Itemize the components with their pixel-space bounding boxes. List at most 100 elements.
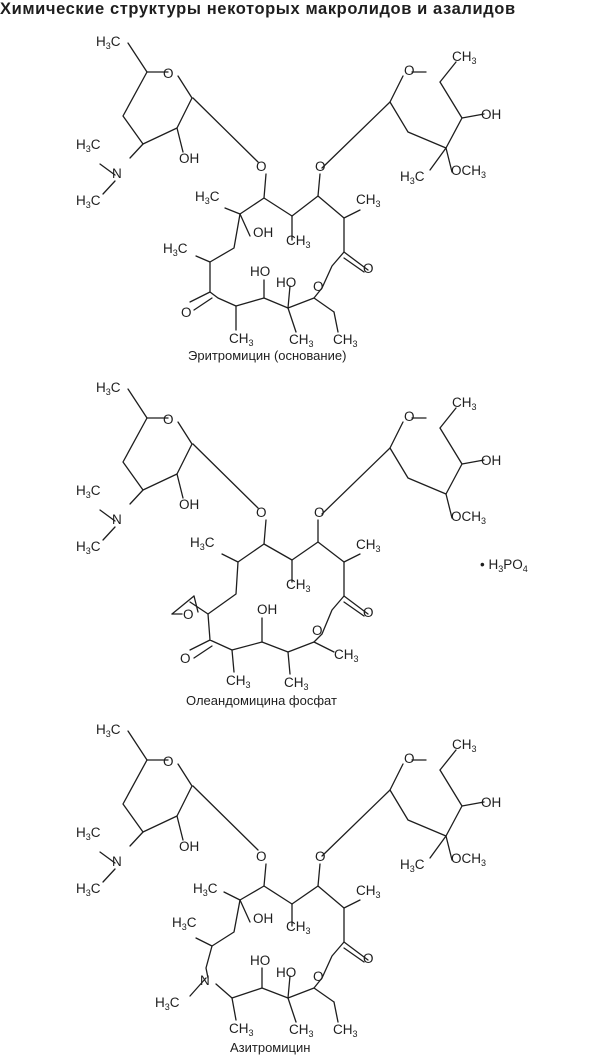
- cladinose-ring-oxygen: O: [404, 751, 415, 766]
- bond-line: [223, 891, 241, 901]
- bond-line: [176, 127, 184, 153]
- macrocycle-ch3-label-3: CH3: [356, 537, 381, 554]
- cladinose-methyl-label: H3C: [400, 857, 425, 874]
- desosamine-oh-label: OH: [179, 497, 200, 512]
- macrocycle-ch3-label-4: H3C: [172, 915, 197, 932]
- cladinose-ring: [389, 71, 463, 149]
- bond-line: [189, 291, 211, 303]
- desosamine-ch3-label: H3C: [96, 722, 121, 739]
- lactone-carbonyl-oxygen: O: [363, 605, 374, 620]
- bond-line: [313, 297, 335, 313]
- macrocycle-ch3-label-5: CH3: [229, 1021, 254, 1038]
- bond-line: [445, 493, 453, 519]
- phosphate-salt-label: • H3PO4: [480, 557, 528, 574]
- n-methyl-label-bottom: H3C: [76, 193, 101, 210]
- lactone-ring-oxygen: O: [313, 969, 324, 984]
- lactone-carbonyl-oxygen: O: [363, 261, 374, 276]
- bond-line: [291, 541, 319, 561]
- desosamine-oh-label: OH: [179, 839, 200, 854]
- bond-line: [287, 975, 291, 999]
- dimethylamino-n: N: [112, 166, 122, 181]
- bond-line: [193, 297, 213, 311]
- macrocycle-oh-label-1: OH: [253, 225, 274, 240]
- bond-line: [321, 447, 391, 515]
- bond-line: [321, 789, 391, 857]
- structure-caption-oleandomycin: Олеандомицина фосфат: [186, 693, 337, 708]
- cladinose-oh-label: OH: [481, 107, 502, 122]
- bond-line: [343, 553, 361, 563]
- bond-line: [461, 459, 485, 465]
- macrocycle-ch3-label-5: CH3: [229, 331, 254, 348]
- macrocycle-oh-label-1: OH: [253, 911, 274, 926]
- n-methyl-label-bottom: H3C: [76, 539, 101, 556]
- bond-line: [189, 639, 211, 651]
- glycosidic-oxygen-right: O: [315, 159, 326, 174]
- macrocycle-ho-label-1: HO: [250, 953, 271, 968]
- n-methyl-label-top: H3C: [76, 483, 101, 500]
- bond-line: [102, 868, 116, 883]
- lactone-carbonyl-oxygen: O: [363, 951, 374, 966]
- bond-line: [192, 443, 259, 509]
- macrocycle-ch3-label-2: CH3: [286, 577, 311, 594]
- desosamine-ch3-label: H3C: [96, 380, 121, 397]
- bond-line: [127, 388, 148, 419]
- ethyl-ch3-label: CH3: [333, 1022, 358, 1039]
- bond-line: [343, 947, 365, 963]
- bond-line: [287, 997, 297, 1023]
- cladinose-oh-label: OH: [481, 795, 502, 810]
- bond-line: [263, 197, 293, 217]
- bond-line: [193, 595, 199, 613]
- cladinose-och3-label: OCH3: [451, 509, 487, 526]
- cladinose-ring-oxygen: O: [404, 409, 415, 424]
- macrocycle-ch3-label-1: H3C: [195, 189, 220, 206]
- bond-line: [287, 285, 291, 309]
- ketone-oxygen: O: [181, 305, 192, 320]
- macrocycle-ch3-label-1: H3C: [193, 881, 218, 898]
- bond-line: [224, 207, 241, 215]
- n-methyl-ring-label: H3C: [155, 995, 180, 1012]
- azalide-ring-n: N: [200, 973, 210, 988]
- desosamine-oh-label: OH: [179, 151, 200, 166]
- lactone-ring-oxygen: O: [312, 623, 323, 638]
- bond-line: [193, 645, 213, 659]
- cladinose-ch3-label: CH3: [452, 737, 477, 754]
- bond-line: [287, 651, 291, 675]
- cladinose-methyl-label: H3C: [400, 169, 425, 186]
- bond-line: [195, 937, 213, 947]
- bond-line: [221, 553, 239, 563]
- bond-line: [343, 595, 369, 615]
- lactone-ring: [207, 519, 345, 653]
- bond-line: [287, 307, 297, 333]
- bond-line: [189, 601, 209, 615]
- bond-line: [102, 180, 116, 195]
- bond-line: [343, 251, 369, 271]
- bond-line: [192, 97, 259, 163]
- bond-line: [99, 509, 116, 522]
- bond-line: [99, 163, 116, 176]
- bond-line: [333, 311, 339, 333]
- bond-line: [313, 987, 335, 1003]
- glycosidic-oxygen-left: O: [256, 505, 267, 520]
- cladinose-ring-oxygen: O: [404, 63, 415, 78]
- bond-line: [127, 42, 148, 73]
- bond-line: [129, 831, 144, 847]
- bond-line: [231, 649, 235, 673]
- dimethylamino-n: N: [112, 512, 122, 527]
- bond-drawing: [99, 730, 485, 1023]
- cladinose-ring: [389, 417, 463, 495]
- desosamine-ch3-label: H3C: [96, 34, 121, 51]
- structure-caption-erythromycin: Эритромицин (основание): [188, 348, 347, 363]
- bond-line: [171, 595, 195, 615]
- bond-line: [461, 801, 485, 807]
- bond-line: [445, 147, 453, 173]
- macrocycle-ch3-label-6: CH3: [289, 1022, 314, 1039]
- cladinose-och3-label: OCH3: [451, 163, 487, 180]
- macrocycle-ch3-label-3: CH3: [356, 192, 381, 209]
- bond-line: [231, 997, 237, 1021]
- bond-line: [195, 255, 211, 263]
- page-title: Химические структуры некоторых макролидо…: [0, 0, 516, 18]
- bond-line: [439, 749, 457, 771]
- bond-line: [461, 113, 485, 119]
- dimethylamino-n: N: [112, 854, 122, 869]
